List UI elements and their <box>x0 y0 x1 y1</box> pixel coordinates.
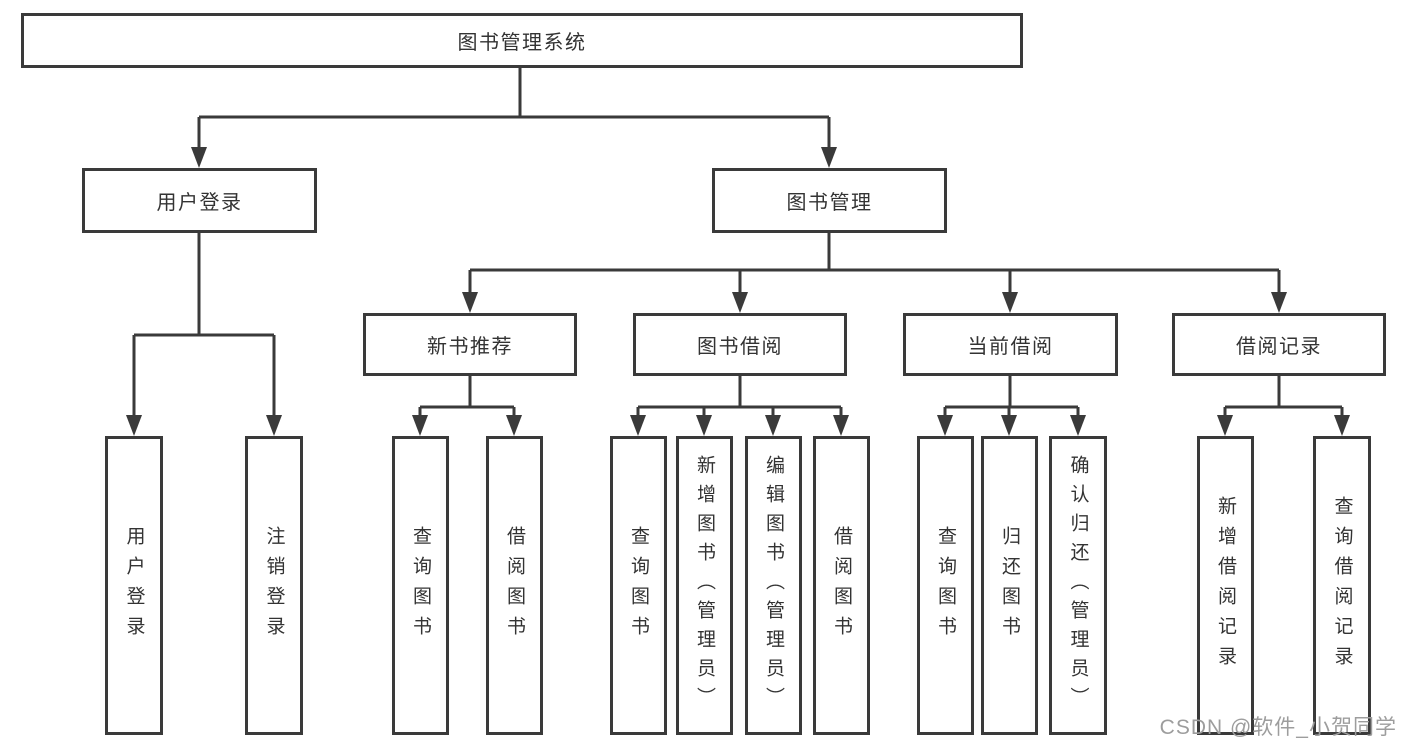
leaf-add-book-admin: 新增图书（管理员） <box>676 436 733 735</box>
leaf-return-book: 归还图书 <box>981 436 1038 735</box>
leaf-logout: 注销登录 <box>245 436 303 735</box>
node-library-system: 图书管理系统 <box>21 13 1023 68</box>
leaf-add-borrow-record: 新增借阅记录 <box>1197 436 1254 735</box>
node-current-borrow: 当前借阅 <box>903 313 1118 376</box>
leaf-label: 查询图书 <box>628 525 649 646</box>
leaf-label: 新增借阅记录 <box>1215 495 1236 676</box>
leaf-label: 查询借阅记录 <box>1331 495 1353 676</box>
leaf-label: 归还图书 <box>999 525 1020 646</box>
leaf-label: 查询图书 <box>935 525 956 646</box>
node-borrow-records: 借阅记录 <box>1172 313 1386 376</box>
leaf-label: 借阅图书 <box>831 525 852 646</box>
leaf-borrow-books-recommend: 借阅图书 <box>486 436 543 735</box>
node-book-management: 图书管理 <box>712 168 947 233</box>
leaf-label: 用户登录 <box>123 525 145 646</box>
leaf-query-books-borrow: 查询图书 <box>610 436 667 735</box>
leaf-label: 编辑图书（管理员） <box>763 455 784 716</box>
leaf-user-login: 用户登录 <box>105 436 163 735</box>
leaf-label: 确认归还（管理员） <box>1067 455 1089 716</box>
leaf-label: 查询图书 <box>410 525 431 646</box>
leaf-borrow-books: 借阅图书 <box>813 436 870 735</box>
leaf-label: 注销登录 <box>263 525 285 646</box>
leaf-edit-book-admin: 编辑图书（管理员） <box>745 436 802 735</box>
leaf-label: 新增图书（管理员） <box>694 455 715 716</box>
node-user-login: 用户登录 <box>82 168 317 233</box>
csdn-watermark: CSDN @软件_小贺同学 <box>1159 716 1397 739</box>
leaf-query-borrow-record: 查询借阅记录 <box>1313 436 1371 735</box>
leaf-query-books-current: 查询图书 <box>917 436 974 735</box>
node-book-borrow: 图书借阅 <box>633 313 847 376</box>
node-new-book-recommend: 新书推荐 <box>363 313 577 376</box>
leaf-confirm-return-admin: 确认归还（管理员） <box>1049 436 1107 735</box>
leaf-label: 借阅图书 <box>504 525 525 646</box>
leaf-query-books-recommend: 查询图书 <box>392 436 449 735</box>
